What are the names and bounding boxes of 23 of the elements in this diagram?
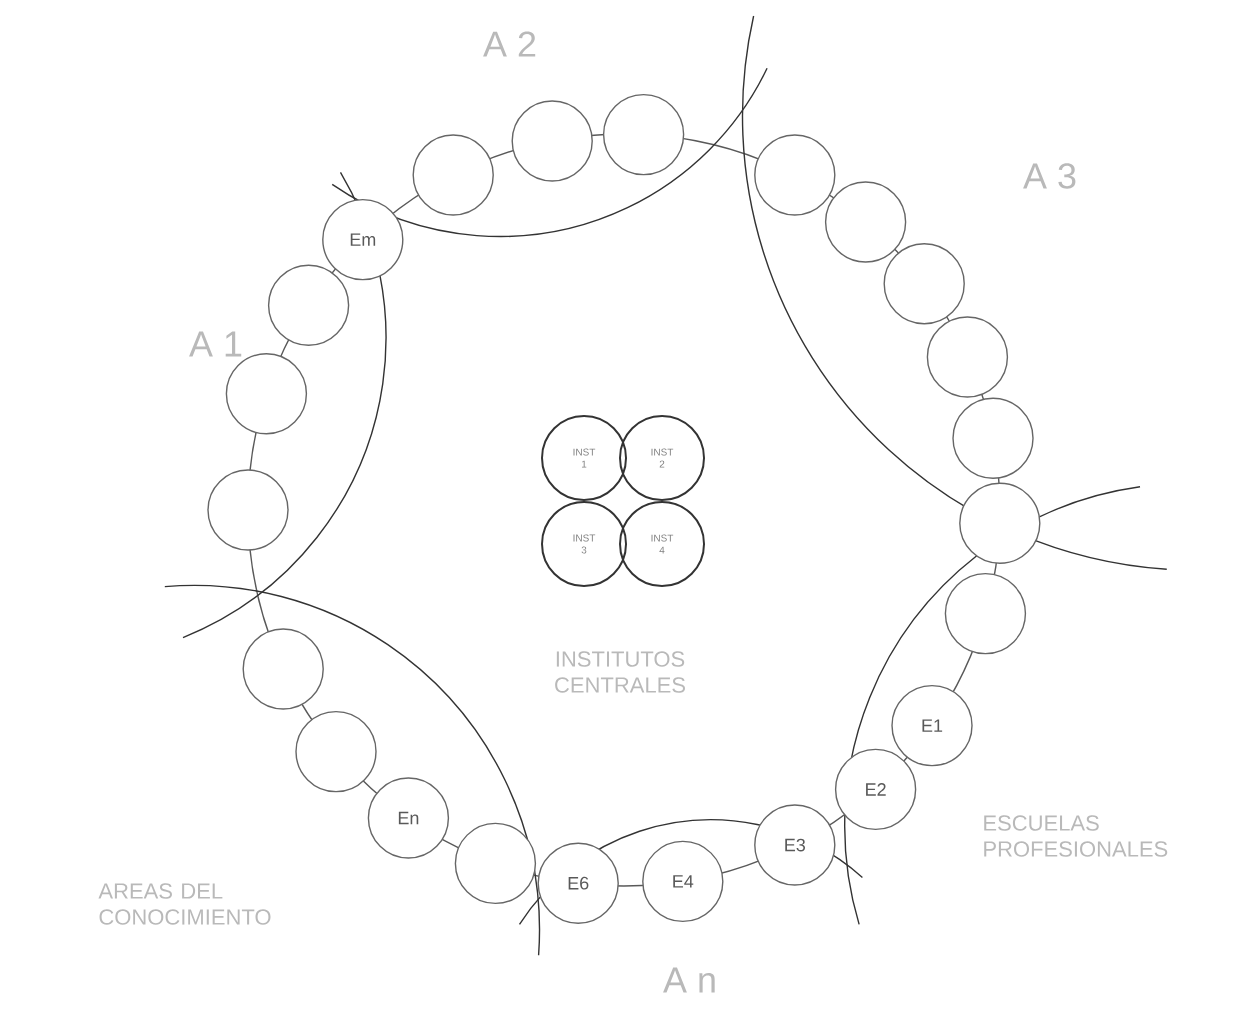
ring-circle bbox=[754, 134, 836, 216]
ring-circle bbox=[454, 822, 537, 905]
area-label: A n bbox=[663, 967, 715, 993]
ring-circle bbox=[959, 482, 1041, 564]
ring-circle bbox=[225, 353, 308, 435]
group-label: AREAS DEL CONOCIMIENTO bbox=[98, 883, 271, 925]
ring-circle bbox=[952, 397, 1034, 479]
area-label: A 2 bbox=[483, 31, 536, 57]
area-label: A 1 bbox=[189, 331, 242, 357]
ring-circle bbox=[207, 469, 289, 551]
ring-circle bbox=[295, 710, 377, 793]
ring-circle bbox=[883, 243, 965, 325]
ring-circle bbox=[511, 100, 593, 182]
group-label: ESCUELAS PROFESIONALES bbox=[984, 815, 1168, 857]
group-label: INSTITUTOS CENTRALES bbox=[555, 651, 685, 693]
ring-circle bbox=[602, 93, 685, 176]
ring-circle bbox=[412, 134, 494, 216]
ring-circle bbox=[926, 316, 1009, 398]
ring-circle bbox=[944, 572, 1027, 655]
ring-circle bbox=[824, 181, 907, 263]
ring-circle bbox=[267, 264, 350, 346]
area-label: A 3 bbox=[1023, 163, 1076, 189]
ring-circle bbox=[242, 628, 324, 710]
